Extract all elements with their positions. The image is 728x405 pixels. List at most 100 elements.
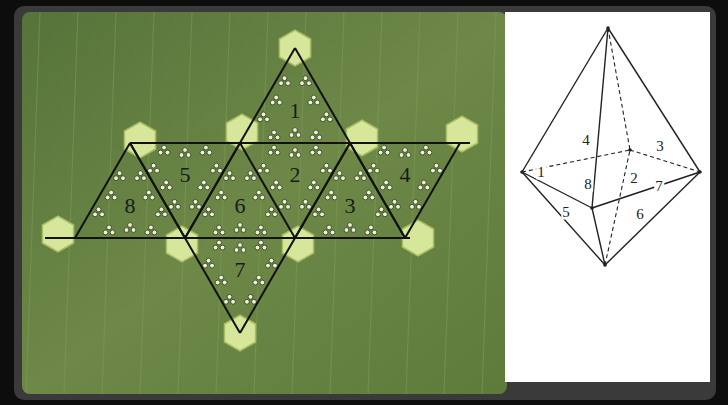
vertex-dot [603, 263, 607, 267]
hidden-edge [605, 150, 630, 265]
crop-dot [142, 176, 147, 181]
crop-dot [314, 130, 319, 135]
crop-dot [351, 228, 356, 233]
crop-dot [427, 150, 432, 155]
octahedron-face-number: 7 [654, 179, 664, 194]
crop-dot [270, 185, 275, 190]
octahedron-edge [522, 172, 592, 208]
crop-dot [211, 168, 216, 173]
hidden-edge [630, 150, 700, 172]
crop-dot [293, 148, 298, 153]
vertex-dot [520, 170, 524, 174]
crop-dot [258, 168, 263, 173]
crop-dot [317, 135, 322, 140]
octahedron-face-number: 8 [583, 177, 593, 192]
crop-dot [266, 212, 271, 217]
crop-dot [238, 223, 243, 228]
crop-dot [158, 150, 163, 155]
crop-dot [317, 150, 322, 155]
crop-dot [253, 280, 258, 285]
crop-dot [93, 212, 98, 217]
net-edge [130, 142, 470, 144]
crop-dot [238, 243, 243, 248]
crop-dot [310, 135, 315, 140]
crop-dot [215, 195, 220, 200]
crop-dot [348, 223, 353, 228]
crop-dot [241, 248, 246, 253]
crop-dot [272, 145, 277, 150]
crop-dot [277, 100, 282, 105]
crop-dot [325, 195, 330, 200]
crop-dot [163, 212, 168, 217]
net-edge [185, 48, 295, 238]
crop-dot [313, 212, 318, 217]
crop-dot [110, 230, 115, 235]
net-edge [295, 143, 350, 238]
octahedron-face-number: 6 [635, 207, 645, 222]
tramline [330, 12, 344, 394]
crop-dot [327, 225, 332, 230]
crop-dot [403, 148, 408, 153]
crop-dot [190, 204, 195, 209]
crop-dot [149, 225, 154, 230]
face-number: 1 [290, 100, 301, 122]
octahedron-edge [522, 172, 605, 265]
crop-dot [308, 185, 313, 190]
crop-dot [117, 171, 122, 176]
crop-dot [300, 81, 305, 86]
face-number: 5 [180, 164, 191, 186]
crop-dot [220, 230, 225, 235]
hexagon [42, 216, 73, 252]
crop-dot [109, 190, 114, 195]
crop-dot [379, 207, 384, 212]
crop-dot [143, 195, 148, 200]
crop-dot [258, 117, 263, 122]
crop-dot [128, 223, 133, 228]
crop-dot [261, 163, 266, 168]
crop-dot [324, 163, 329, 168]
crop-dot [385, 150, 390, 155]
crop-dot [253, 195, 258, 200]
crop-dot [396, 204, 401, 209]
crop-dot [363, 195, 368, 200]
crop-dot [222, 195, 227, 200]
crop-dot [124, 228, 129, 233]
net-edge [405, 143, 460, 238]
crop-dot [215, 280, 220, 285]
crop-field [22, 12, 507, 394]
crop-dot [151, 163, 156, 168]
crop-dot [260, 280, 265, 285]
crop-dot [425, 185, 430, 190]
crop-dot [431, 168, 436, 173]
crop-dot [219, 190, 224, 195]
octahedron-face-number: 2 [629, 171, 639, 186]
hexagon [124, 122, 155, 158]
crop-dot [203, 212, 208, 217]
crop-dot [315, 185, 320, 190]
crop-dot [266, 263, 271, 268]
crop-dot [234, 248, 239, 253]
crop-dot [245, 176, 250, 181]
crop-dot [165, 150, 170, 155]
crop-dot [227, 294, 232, 299]
crop-dot [307, 204, 312, 209]
crop-dot [272, 130, 277, 135]
crop-dot [315, 100, 320, 105]
crop-dot [274, 180, 279, 185]
crop-dot [279, 204, 284, 209]
crop-dot [382, 145, 387, 150]
crop-dot [197, 204, 202, 209]
crop-dot [399, 153, 404, 158]
crop-dot [421, 180, 426, 185]
crop-dot [148, 168, 153, 173]
crop-dot [259, 225, 264, 230]
crop-dot [217, 225, 222, 230]
crop-dot [227, 171, 232, 176]
crop-dot [420, 150, 425, 155]
card-shadow [14, 6, 716, 400]
crop-dot [389, 204, 394, 209]
crop-dot [324, 112, 329, 117]
crop-dot [282, 199, 287, 204]
crop-dot [270, 100, 275, 105]
crop-dot [206, 258, 211, 263]
